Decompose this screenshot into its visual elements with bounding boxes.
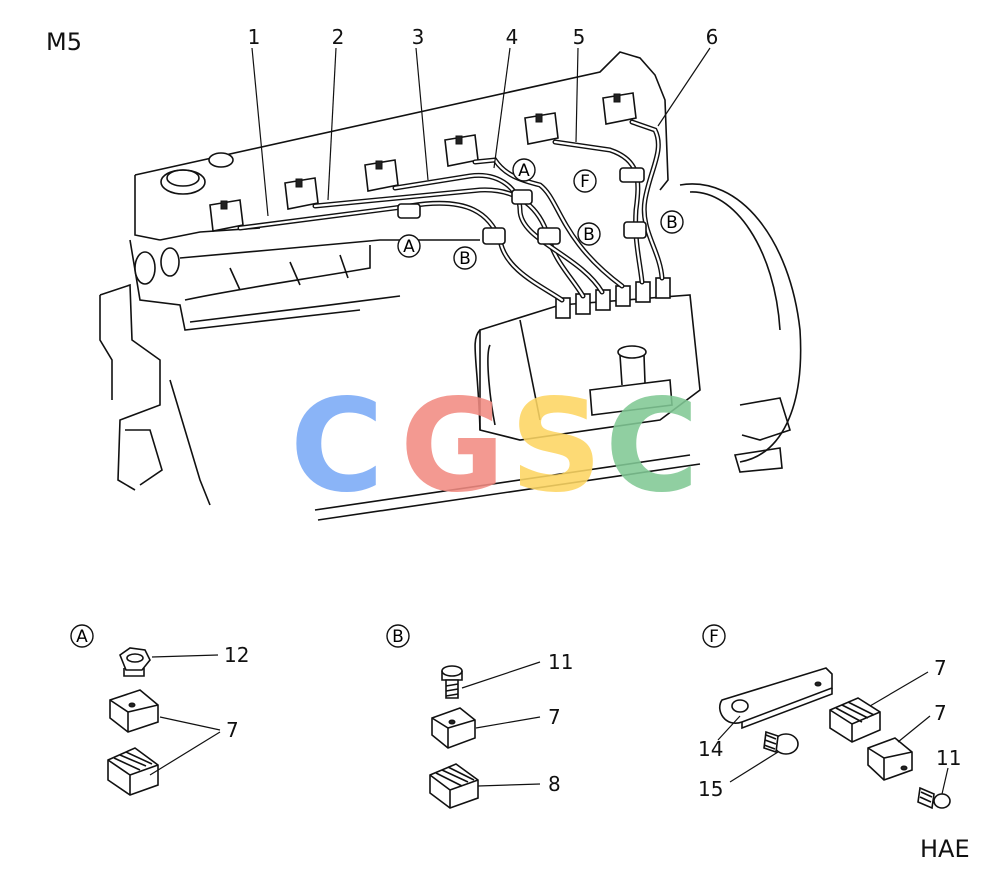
- svg-text:A: A: [518, 161, 530, 181]
- svg-text:B: B: [392, 627, 404, 647]
- clamp-upper-a: [109, 689, 159, 733]
- detail-b-callout: B: [386, 624, 410, 648]
- detail-b: B 11 7 8: [386, 624, 573, 809]
- part-number-7-a: 7: [226, 718, 239, 742]
- part-number-11-b: 11: [548, 650, 573, 674]
- part-number-4: 4: [506, 25, 519, 49]
- clamp-7-f-mid: [867, 737, 913, 781]
- detail-a: A 12 7: [70, 624, 249, 796]
- callout-b-right: B: [660, 210, 684, 234]
- bolt-11-b: [441, 665, 463, 699]
- callout-a-upper: A: [512, 158, 536, 182]
- svg-text:F: F: [580, 172, 590, 192]
- clamp-7-f-top: [829, 697, 881, 743]
- engine-drawing: [99, 51, 802, 521]
- watermark: C G S C: [290, 372, 699, 521]
- bolt-15: [763, 730, 799, 755]
- callout-f: F: [573, 169, 597, 193]
- part-number-2: 2: [332, 25, 345, 49]
- watermark-letter: C: [605, 372, 699, 521]
- watermark-letter: G: [400, 372, 505, 521]
- bracket-14: [718, 667, 833, 730]
- part-number-7-b: 7: [548, 705, 561, 729]
- svg-text:F: F: [709, 627, 719, 647]
- part-number-7-f-mid: 7: [934, 701, 947, 725]
- svg-text:B: B: [583, 225, 595, 245]
- callout-b-middle: B: [577, 222, 601, 246]
- part-number-1: 1: [248, 25, 261, 49]
- watermark-letter: C: [290, 372, 384, 521]
- part-number-7-f-top: 7: [934, 656, 947, 680]
- detail-a-callout: A: [70, 624, 94, 648]
- svg-text:A: A: [76, 627, 88, 647]
- detail-f-callout: F: [702, 624, 726, 648]
- part-number-6: 6: [706, 25, 719, 49]
- nut-12: [119, 647, 151, 677]
- svg-text:A: A: [403, 237, 415, 257]
- clamp-8-b: [429, 763, 479, 809]
- detail-f: F 14 15 7 7: [698, 624, 961, 810]
- clamp-7-b: [431, 707, 476, 749]
- part-number-5: 5: [573, 25, 586, 49]
- part-number-15: 15: [698, 777, 723, 801]
- part-number-12: 12: [224, 643, 249, 667]
- svg-text:B: B: [459, 249, 471, 269]
- watermark-letter: S: [510, 372, 602, 521]
- bolt-11-f: [917, 786, 951, 810]
- callout-b-left: B: [453, 246, 477, 270]
- part-number-8: 8: [548, 772, 561, 796]
- clamp-lower-a: [107, 747, 159, 796]
- svg-text:B: B: [666, 213, 678, 233]
- callout-a-lower: A: [397, 234, 421, 258]
- pipe-clamps: [397, 167, 647, 245]
- part-number-3: 3: [412, 25, 425, 49]
- model-code: M5: [46, 28, 82, 56]
- part-number-11-f: 11: [936, 746, 961, 770]
- leader-lines: [251, 47, 711, 217]
- sheet-code: HAE: [920, 835, 970, 863]
- part-number-14: 14: [698, 737, 723, 761]
- injectors: [209, 92, 637, 232]
